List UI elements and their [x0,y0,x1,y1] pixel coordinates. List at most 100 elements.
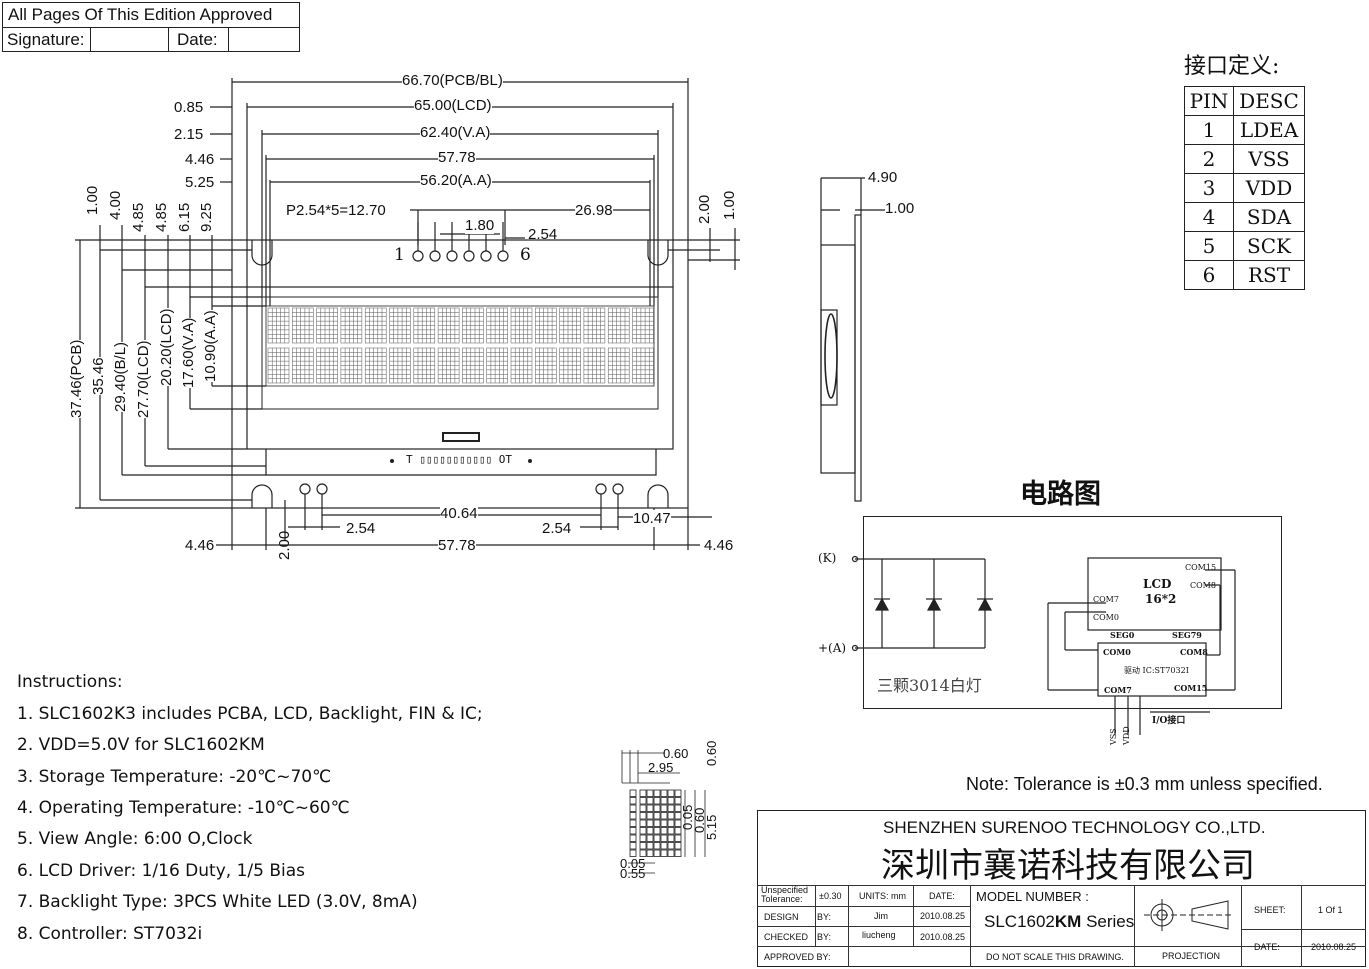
circuit-title: 电路图 [1020,479,1101,510]
circuit-schematic [851,555,1236,735]
title-block [757,810,1366,967]
pixel-cell [629,789,637,797]
pin-desc: VSS [1233,144,1305,174]
desc-header: DESC [1233,86,1305,116]
front-view-drawing [75,78,740,550]
tb-vline-6 [1241,885,1242,967]
dim-v-4-00: 4.00 [107,190,124,220]
pixel-cell [646,849,654,857]
pixel-cell [629,827,637,835]
dim-v-2-00-right: 2.00 [696,194,713,224]
approved-by-label: APPROVED BY: [764,952,831,962]
date-label-2: DATE: [1254,942,1280,952]
pixel-cell [639,819,647,827]
dot-matrix-area [267,307,654,384]
pixel-cell [667,834,675,842]
ic-com0: COM0 [1103,647,1131,657]
pixel-cell [646,812,654,820]
projection-symbol-icon [1144,899,1232,931]
pixel-cell [653,842,661,850]
pin-header: PIN [1184,86,1234,116]
pixel-cell [674,834,682,842]
pixel-cell [653,804,661,812]
design-date: 2010.08.25 [920,911,966,921]
dim-lcd-height-27: 27.70(LCD) [135,340,152,418]
pin-number: 6 [1184,260,1234,290]
pixel-cell [653,812,661,820]
checked-by: BY: [817,932,832,942]
dim-5-25: 5.25 [185,174,215,191]
dim-57-78-bottom: 57.78 [438,537,476,554]
dim-1-80: 1.80 [465,217,495,234]
model-prefix: SLC1602 [984,912,1055,931]
dim-2-00-bottom: 2.00 [276,530,293,560]
dim-2-15: 2.15 [174,126,204,143]
pixel-cell [629,819,637,827]
pixel-cell [667,789,675,797]
dim-26-98: 26.98 [575,202,613,219]
company-en: SHENZHEN SURENOO TECHNOLOGY CO.,LTD. [883,818,1266,837]
ic-com8: COM8 [1180,647,1208,657]
pixel-cell [629,804,637,812]
pixel-cell [639,849,647,857]
dim-v-1-00: 1.00 [84,185,101,215]
seg79-label: SEG79 [1172,630,1202,640]
pixel-cell [653,849,661,857]
lcd-block-size: 16*2 [1145,592,1177,606]
checked-label: CHECKED [764,932,809,942]
pin-1-label: 1 [394,245,405,265]
instruction-1: 1. SLC1602K3 includes PCBA, LCD, Backlig… [17,704,483,724]
pin-desc: VDD [1233,173,1305,203]
pixel-cell [674,842,682,850]
pixel-cell [667,804,675,812]
dim-side-1-00: 1.00 [885,200,915,217]
vss-label: VSS [1109,728,1118,745]
tb-hline-4 [757,946,1366,947]
tb-vline-2 [848,885,849,967]
pixel-cell [653,834,661,842]
ic-label: 驱动 IC:ST7032I [1124,666,1189,675]
circuit-a-label: +(A) [818,641,847,655]
pixel-cell [639,834,647,842]
circuit-frame [863,516,1282,709]
pixel-cell [646,797,654,805]
dim-4-46-bottom-right: 4.46 [704,537,734,554]
checker-name: liucheng [862,930,896,940]
pin-number: 3 [1184,173,1234,203]
pin-desc: RST [1233,260,1305,290]
date-header: DATE: [929,891,955,901]
pixel-cell [674,797,682,805]
tb-hline-5 [1241,929,1366,930]
dim-2-54-left: 2.54 [346,520,376,537]
side-view-drawing [820,177,885,502]
pixel-cell [660,789,668,797]
pixel-cell [653,819,661,827]
designer-name: Jim [874,911,888,921]
dim-bl-height: 29.40(B/L) [112,341,129,412]
tb-hline-3 [757,926,970,927]
pix-dim-2-95: 2.95 [648,760,674,775]
pin-desc: SDA [1233,202,1305,232]
approval-date-label: Date: [177,30,218,49]
tb-hline-1 [757,885,1366,886]
signature-label: Signature: [7,30,85,49]
pixel-cell [674,819,682,827]
pixel-cell [674,804,682,812]
pixel-cell [667,849,675,857]
dim-40-64: 40.64 [440,505,478,522]
tb-vline-5 [1134,885,1135,967]
pixel-cell [646,834,654,842]
instructions-heading: Instructions: [17,672,123,692]
dim-4-46: 4.46 [185,151,215,168]
instruction-8: 8. Controller: ST7032i [17,924,203,944]
pixel-cell [660,842,668,850]
pin-number: 5 [1184,231,1234,261]
approval-divider [2,27,300,28]
com0-top: COM0 [1093,613,1119,622]
dim-side-4-90: 4.90 [868,169,898,186]
pix-dim-0-05-b: 0.05 [620,856,646,871]
